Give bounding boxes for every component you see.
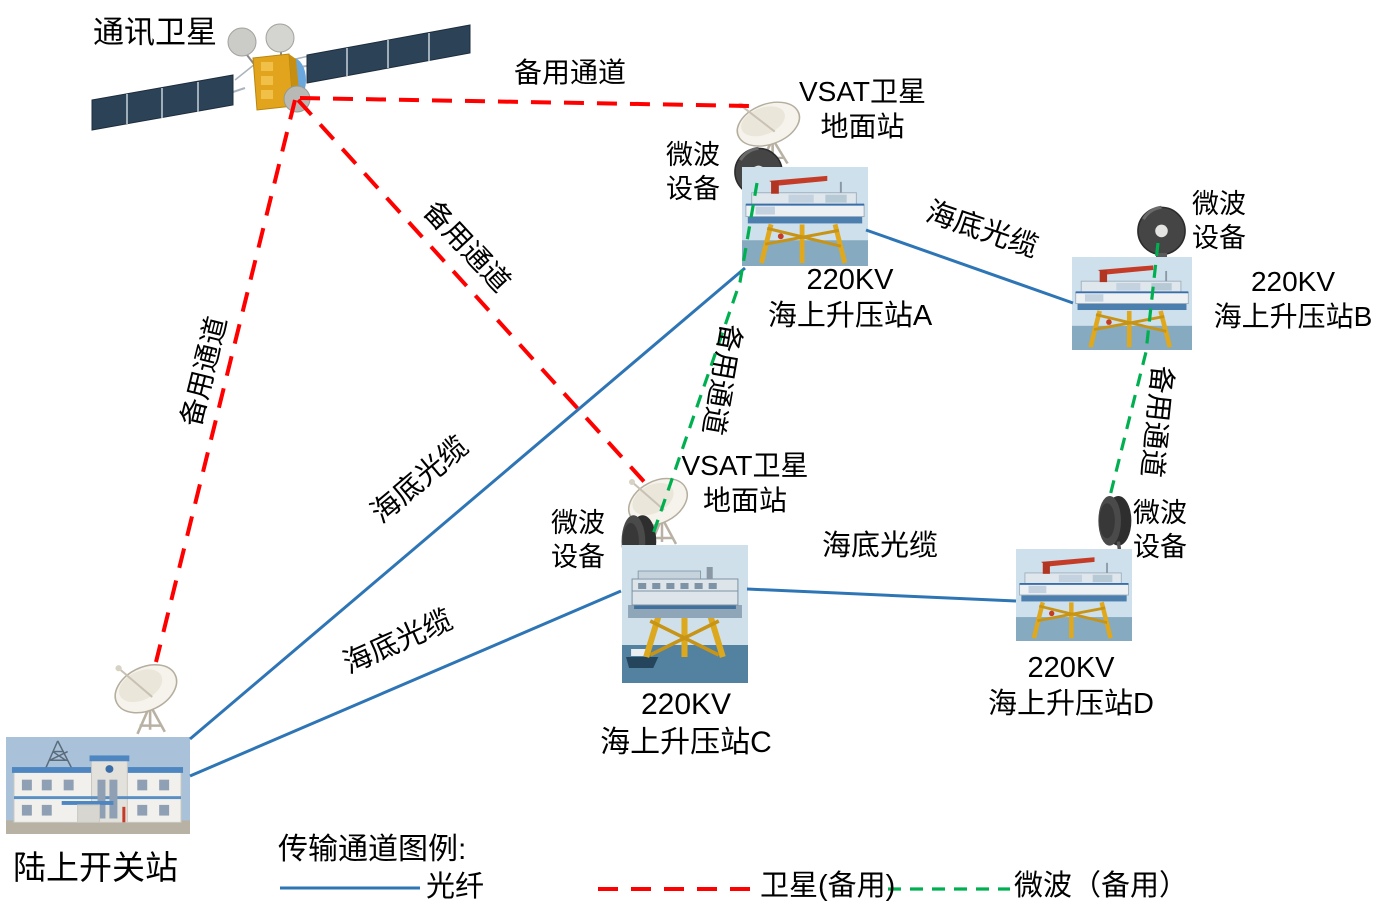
station-b-label: 220KV 海上升压站B: [1193, 264, 1393, 334]
station-d-line1: 220KV: [1027, 652, 1115, 684]
satellite-line-to-shore: [154, 99, 297, 663]
station-c-line2: 海上升压站C: [600, 725, 772, 759]
microwave-d-line2: 设备: [1133, 531, 1187, 562]
vsat-ground-station-c-label: VSAT卫星 地面站: [660, 448, 830, 518]
microwave-a-line2: 设备: [666, 173, 720, 204]
vsat-a-line1: VSAT卫星: [798, 76, 927, 107]
station-a-line2: 海上升压站A: [767, 300, 933, 333]
station-d-line2: 海上升压站D: [988, 688, 1154, 721]
microwave-a-label: 微波 设备: [653, 139, 733, 207]
legend-fiber-label: 光纤: [426, 871, 485, 903]
onshore-vsat-dish-icon: [106, 658, 190, 740]
station-a-label: 220KV 海上升压站A: [750, 262, 950, 335]
microwave-d-line1: 微波: [1133, 498, 1187, 528]
legend-satellite-label: 卫星(备用): [760, 870, 896, 902]
edge-label-fiber-c-d: 海底光缆: [822, 530, 939, 562]
station-c-label: 220KV 海上升压站C: [586, 686, 786, 761]
station-c-photo: [622, 545, 748, 683]
vsat-c-line1: VSAT卫星: [681, 450, 809, 481]
microwave-c-line2: 设备: [551, 541, 605, 572]
microwave-c-line1: 微波: [551, 508, 605, 538]
edge-label-backup-mw-b-d: 备用通道: [1135, 364, 1179, 479]
microwave-b-label: 微波 设备: [1192, 188, 1246, 256]
edge-label-backup-sat-shore: 备用通道: [175, 313, 233, 430]
microwave-a-line1: 微波: [666, 140, 720, 170]
microwave-b-line2: 设备: [1192, 222, 1246, 253]
edge-label-fiber-shore-c: 海底光缆: [338, 603, 458, 681]
station-b-line2: 海上升压站B: [1213, 301, 1373, 332]
station-a-line1: 220KV: [806, 264, 894, 296]
legend-microwave-label: 微波（备用）: [1014, 870, 1189, 902]
station-d-label: 220KV 海上升压站D: [971, 650, 1171, 723]
station-d-photo: [1016, 549, 1132, 641]
edge-label-fiber-a-b: 海底光缆: [921, 195, 1043, 265]
microwave-b-line1: 微波: [1192, 189, 1246, 219]
onshore-station-photo: [6, 737, 190, 834]
station-b-photo: [1072, 257, 1192, 350]
comm-satellite-label: 通讯卫星: [93, 15, 217, 50]
station-b-line1: 220KV: [1250, 266, 1336, 297]
microwave-d-label: 微波 设备: [1133, 497, 1187, 565]
edge-label-fiber-shore-a: 海底光缆: [365, 430, 475, 530]
vsat-c-line2: 地面站: [702, 485, 787, 516]
vsat-a-line2: 地面站: [820, 111, 905, 142]
station-c-line1: 220KV: [640, 688, 732, 721]
edge-label-backup-sat-c: 备用通道: [417, 194, 517, 299]
vsat-ground-station-a-label: VSAT卫星 地面站: [780, 74, 945, 144]
fiber-line-c-to-d: [746, 587, 1017, 603]
edge-label-backup-sat-a: 备用通道: [513, 57, 626, 88]
satellite-line-to-c: [296, 98, 650, 488]
edge-label-backup-mw-a-c: 备用通道: [697, 321, 747, 438]
microwave-drum-d-icon: [1094, 492, 1134, 556]
microwave-c-label: 微波 设备: [551, 507, 605, 575]
microwave-drum-b-icon: [1134, 205, 1189, 260]
legend-title: 传输通道图例:: [278, 833, 467, 866]
station-a-photo: [742, 167, 868, 266]
onshore-station-label: 陆上开关站: [13, 849, 178, 886]
